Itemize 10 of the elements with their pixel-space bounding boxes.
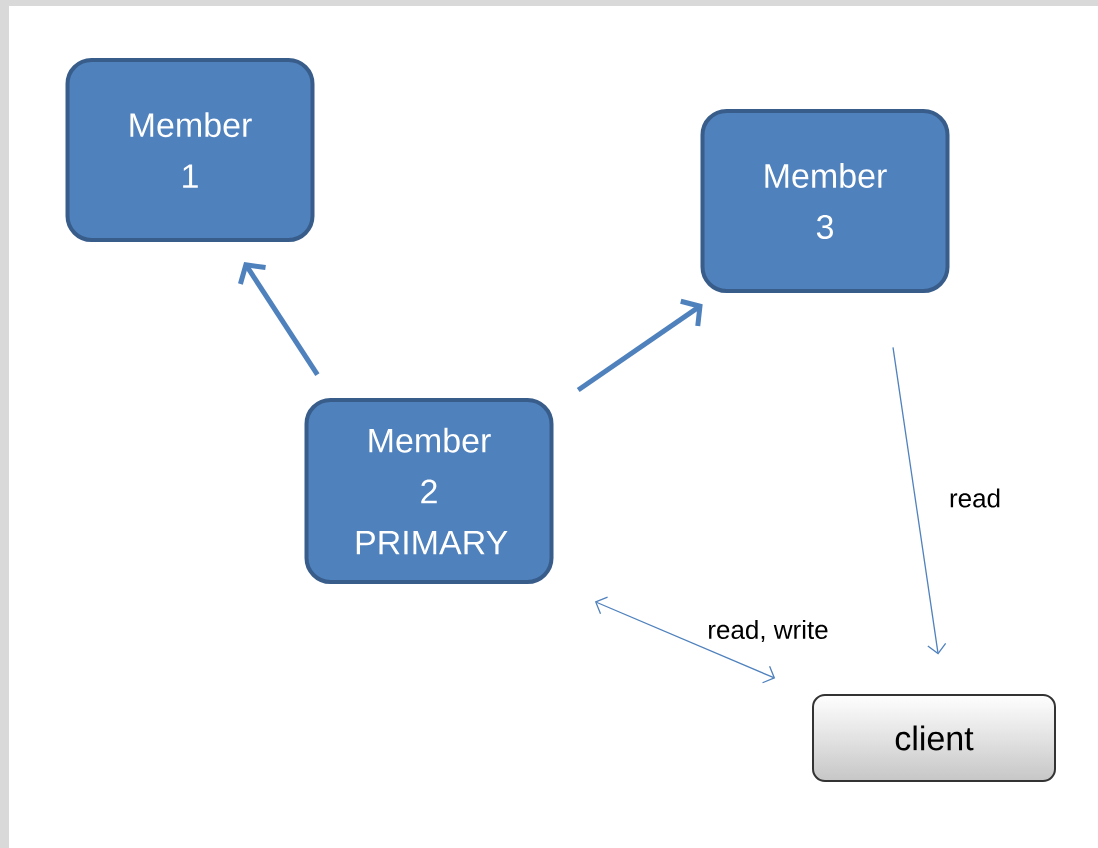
member-box: Member 3 bbox=[700, 109, 950, 293]
arrow bbox=[594, 596, 776, 684]
member-box: Member 2 PRIMARY bbox=[304, 398, 554, 584]
member-box: Member 1 bbox=[65, 58, 315, 242]
edge-label: read, write bbox=[705, 617, 831, 645]
edge-label: read bbox=[947, 486, 1003, 510]
client-box: client bbox=[812, 694, 1056, 782]
arrow bbox=[238, 262, 320, 376]
arrow bbox=[576, 298, 703, 393]
arrow bbox=[892, 346, 947, 655]
